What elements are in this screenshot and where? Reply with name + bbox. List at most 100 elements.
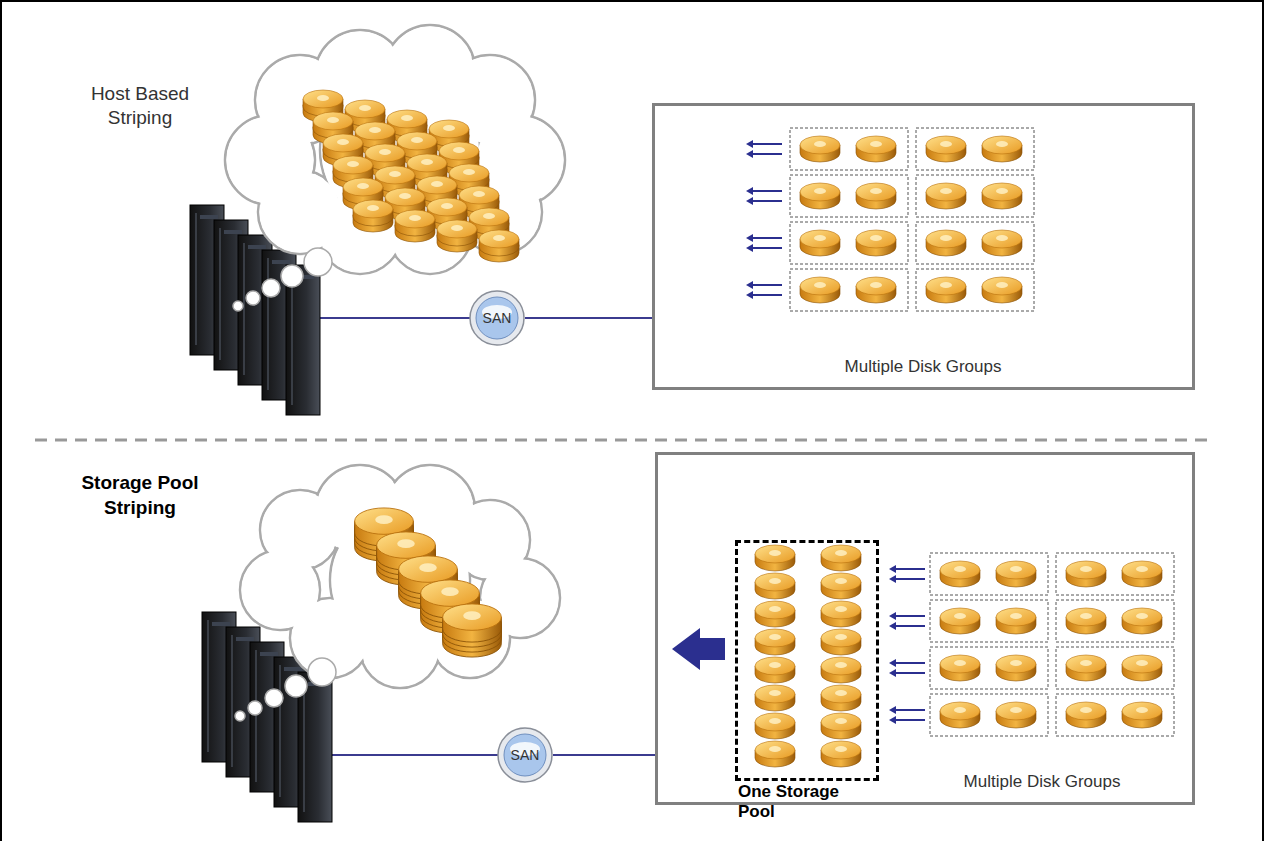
small-arrow bbox=[752, 294, 782, 296]
label-holder: Storage Pool Striping bbox=[60, 470, 220, 520]
small-arrow bbox=[752, 247, 782, 249]
method-label: Host Based Striping bbox=[80, 82, 200, 130]
caption-holder: Multiple Disk Groups bbox=[964, 772, 1121, 792]
server-tower bbox=[304, 680, 305, 812]
pool-label: One Storage Pool bbox=[738, 782, 876, 822]
server-tower bbox=[248, 245, 266, 249]
disk-icon bbox=[996, 561, 1036, 587]
small-arrow bbox=[889, 612, 896, 620]
small-arrow bbox=[746, 281, 753, 289]
disk-icon bbox=[755, 741, 795, 767]
disk-group bbox=[930, 600, 1048, 642]
small-arrow bbox=[746, 140, 753, 148]
server-tower bbox=[272, 260, 290, 264]
disk-icon bbox=[1122, 608, 1162, 634]
disk-group bbox=[916, 269, 1034, 311]
disk-icon bbox=[821, 545, 861, 571]
small-arrow bbox=[746, 291, 753, 299]
san-label: SAN bbox=[511, 747, 540, 763]
disk-icon bbox=[821, 601, 861, 627]
small-arrow bbox=[895, 615, 925, 617]
small-arrow bbox=[895, 625, 925, 627]
disk-icon bbox=[1122, 702, 1162, 728]
wire bbox=[330, 754, 498, 756]
disk-icon bbox=[755, 601, 795, 627]
caption-holder: One Storage Pool bbox=[738, 782, 876, 822]
disk-icon bbox=[755, 685, 795, 711]
disk-icon bbox=[800, 183, 840, 209]
small-arrow bbox=[895, 662, 925, 664]
thought-bubble bbox=[262, 279, 280, 297]
disk-icon bbox=[982, 277, 1022, 303]
disk-group bbox=[1056, 600, 1174, 642]
disk-icon bbox=[755, 657, 795, 683]
cloud bbox=[242, 552, 319, 629]
small-arrow bbox=[752, 143, 782, 145]
disk-icon bbox=[755, 545, 795, 571]
small-arrow bbox=[889, 716, 896, 724]
disk-icon bbox=[800, 136, 840, 162]
disk-icon bbox=[856, 136, 896, 162]
disk-icon bbox=[1066, 608, 1106, 634]
disk-group bbox=[1056, 647, 1174, 689]
server-tower bbox=[200, 215, 218, 219]
disk-icon bbox=[856, 277, 896, 303]
thought-bubble bbox=[308, 658, 336, 686]
disk-icon bbox=[1122, 561, 1162, 587]
san-circle: SAN bbox=[497, 727, 553, 783]
disk-icon bbox=[996, 655, 1036, 681]
disk-icon bbox=[1122, 655, 1162, 681]
server-tower bbox=[208, 620, 209, 752]
disk-group bbox=[930, 647, 1048, 689]
disk-icon bbox=[821, 685, 861, 711]
disk-icon bbox=[926, 136, 966, 162]
disk-icon bbox=[821, 657, 861, 683]
thought-bubble bbox=[285, 675, 307, 697]
disk-icon bbox=[395, 210, 435, 236]
caption-holder: Multiple Disk Groups bbox=[845, 357, 1002, 377]
disk-icon bbox=[821, 741, 861, 767]
panel-caption: Multiple Disk Groups bbox=[964, 772, 1121, 792]
wire bbox=[318, 317, 470, 319]
disk-icon bbox=[982, 183, 1022, 209]
server-tower bbox=[212, 622, 230, 626]
thought-bubble bbox=[246, 291, 260, 305]
small-arrow bbox=[752, 237, 782, 239]
server-tower bbox=[260, 652, 278, 656]
small-arrow bbox=[752, 284, 782, 286]
disk-icon bbox=[940, 561, 980, 587]
small-arrow bbox=[746, 150, 753, 158]
disk-group bbox=[1056, 694, 1174, 736]
small-arrow bbox=[895, 578, 925, 580]
cloud bbox=[322, 72, 479, 229]
server-tower bbox=[244, 243, 245, 375]
thought-bubble bbox=[248, 701, 262, 715]
disk-icon bbox=[1066, 655, 1106, 681]
small-arrow bbox=[889, 669, 896, 677]
small-arrow bbox=[746, 187, 753, 195]
small-arrow bbox=[752, 190, 782, 192]
disk-icon bbox=[755, 713, 795, 739]
san-link bbox=[525, 317, 652, 319]
disk-icon bbox=[982, 230, 1022, 256]
server-tower bbox=[224, 230, 242, 234]
disk-icon bbox=[755, 629, 795, 655]
disk-group bbox=[1056, 553, 1174, 595]
disk-icon bbox=[1066, 702, 1106, 728]
disk-icon bbox=[353, 200, 393, 226]
disk-icon bbox=[940, 608, 980, 634]
disk-icon bbox=[856, 183, 896, 209]
disk-icon bbox=[940, 702, 980, 728]
disk-group bbox=[790, 222, 908, 264]
server-tower bbox=[292, 273, 293, 405]
disk-group bbox=[790, 175, 908, 217]
disk-group bbox=[930, 553, 1048, 595]
small-arrow bbox=[746, 197, 753, 205]
disk-group bbox=[930, 694, 1048, 736]
disk-icon bbox=[821, 713, 861, 739]
disk-icon bbox=[821, 629, 861, 655]
small-arrow bbox=[895, 719, 925, 721]
disk-icon bbox=[800, 230, 840, 256]
